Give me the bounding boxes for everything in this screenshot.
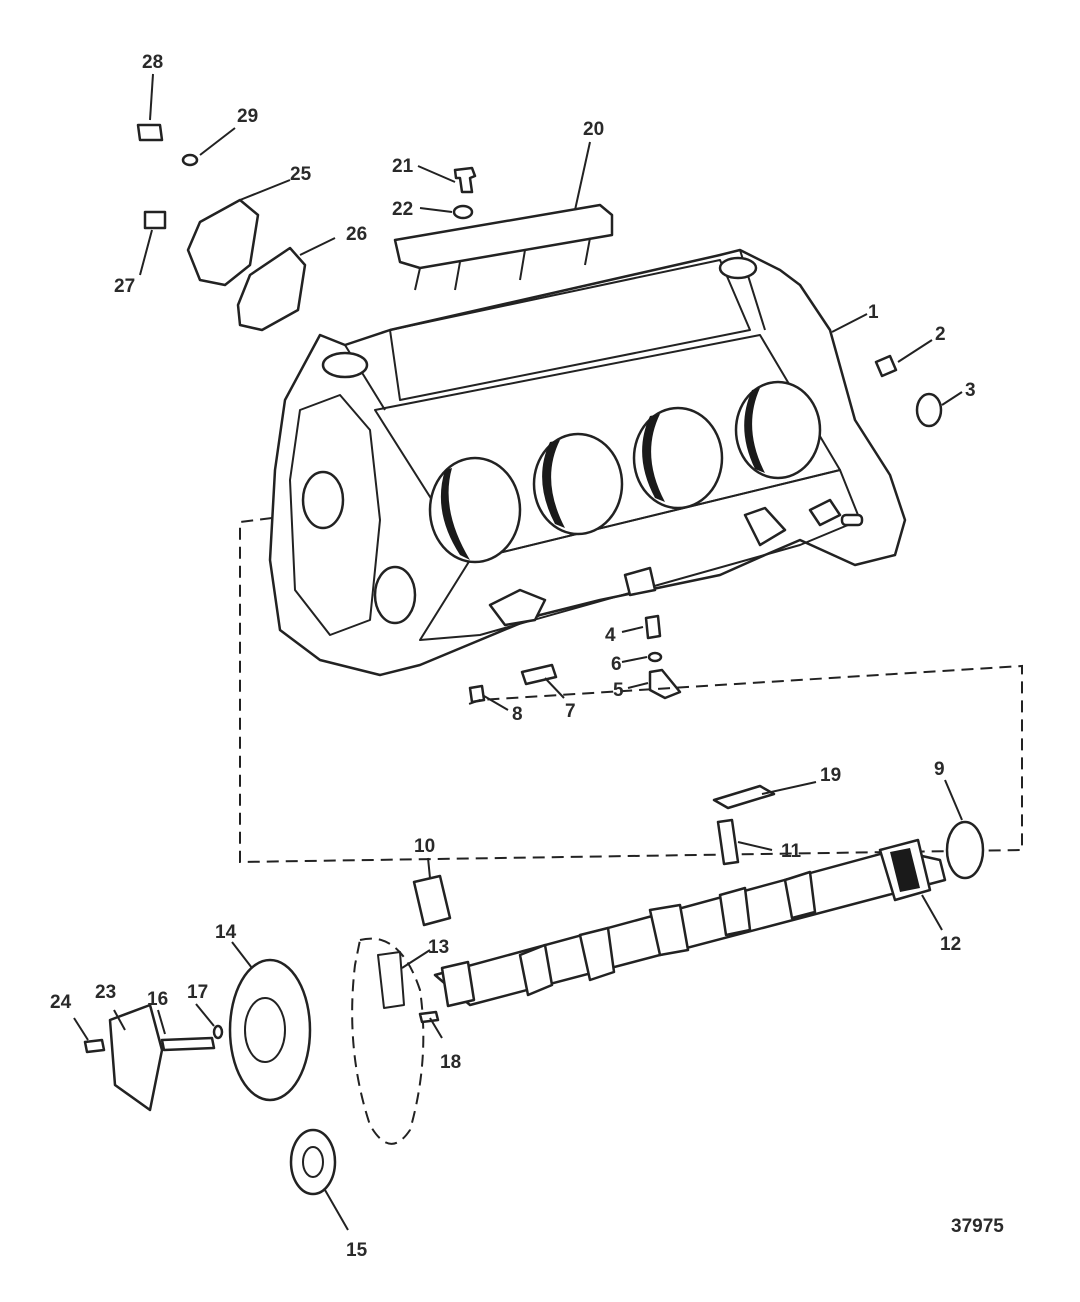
callout-8: 8 (512, 704, 523, 725)
leader-lines (73, 73, 963, 1231)
callout-20: 20 (583, 119, 604, 140)
callout-labels: 1 2 3 4 5 6 7 8 9 10 11 12 13 14 15 16 1… (50, 52, 976, 1261)
callout-22: 22 (392, 199, 413, 220)
callout-15: 15 (346, 1240, 368, 1261)
lifter-guide-19 (712, 784, 776, 810)
callout-6: 6 (611, 654, 622, 675)
callout-24: 24 (50, 992, 72, 1013)
assembly-outline (239, 517, 1023, 864)
callout-3: 3 (965, 380, 976, 401)
callout-11: 11 (781, 841, 802, 862)
plug-2 (874, 354, 898, 378)
thrust-plate-23 (108, 1003, 164, 1112)
callout-14: 14 (215, 922, 237, 943)
callout-16: 16 (147, 989, 168, 1010)
callout-28: 28 (142, 52, 163, 73)
callout-12: 12 (940, 934, 961, 955)
cam-bearing-10 (412, 874, 452, 927)
cam-bearing-9 (945, 820, 985, 880)
bolt-28 (136, 123, 164, 142)
bolt-21 (453, 166, 477, 194)
fuel-pump-block-off-plate (186, 198, 260, 287)
washer-29 (181, 153, 199, 167)
bolt-27 (143, 210, 167, 230)
hydraulic-lifter-11 (716, 818, 740, 866)
lifter-guide-retainer (393, 203, 614, 291)
callout-5: 5 (613, 680, 624, 701)
figure-number: 37975 (951, 1216, 1004, 1237)
callout-17: 17 (187, 982, 208, 1003)
callout-21: 21 (392, 156, 414, 177)
engine-block (268, 248, 907, 677)
callout-18: 18 (440, 1052, 461, 1073)
callout-2: 2 (935, 324, 946, 345)
expansion-plug-3 (915, 392, 943, 428)
fuel-pump-gasket (236, 246, 307, 332)
callout-4: 4 (605, 625, 616, 646)
callout-9: 9 (934, 759, 945, 780)
callout-23: 23 (95, 982, 116, 1003)
dowel-7 (520, 663, 558, 686)
camshaft-sprocket (228, 958, 312, 1102)
bolt-16 (160, 1036, 216, 1052)
timing-chain-links (377, 951, 405, 1009)
callout-19: 19 (820, 765, 841, 786)
callout-26: 26 (346, 224, 367, 245)
washer-22 (452, 204, 474, 220)
washer-17 (212, 1024, 224, 1040)
elbow-fitting-5 (648, 668, 682, 700)
callout-29: 29 (237, 106, 258, 127)
fitting-4 (644, 614, 662, 640)
washer-6 (647, 651, 663, 663)
plug-8 (468, 684, 486, 704)
dowel-pin-18 (418, 1010, 440, 1024)
callout-25: 25 (290, 164, 312, 185)
screw-24 (83, 1038, 106, 1054)
crankshaft-sprocket (289, 1128, 337, 1196)
callout-10: 10 (414, 836, 435, 857)
callout-7: 7 (565, 701, 576, 722)
callout-1: 1 (868, 302, 879, 323)
callout-13: 13 (428, 937, 449, 958)
camshaft (433, 838, 947, 1008)
callout-27: 27 (114, 276, 135, 297)
timing-chain (351, 937, 425, 1145)
